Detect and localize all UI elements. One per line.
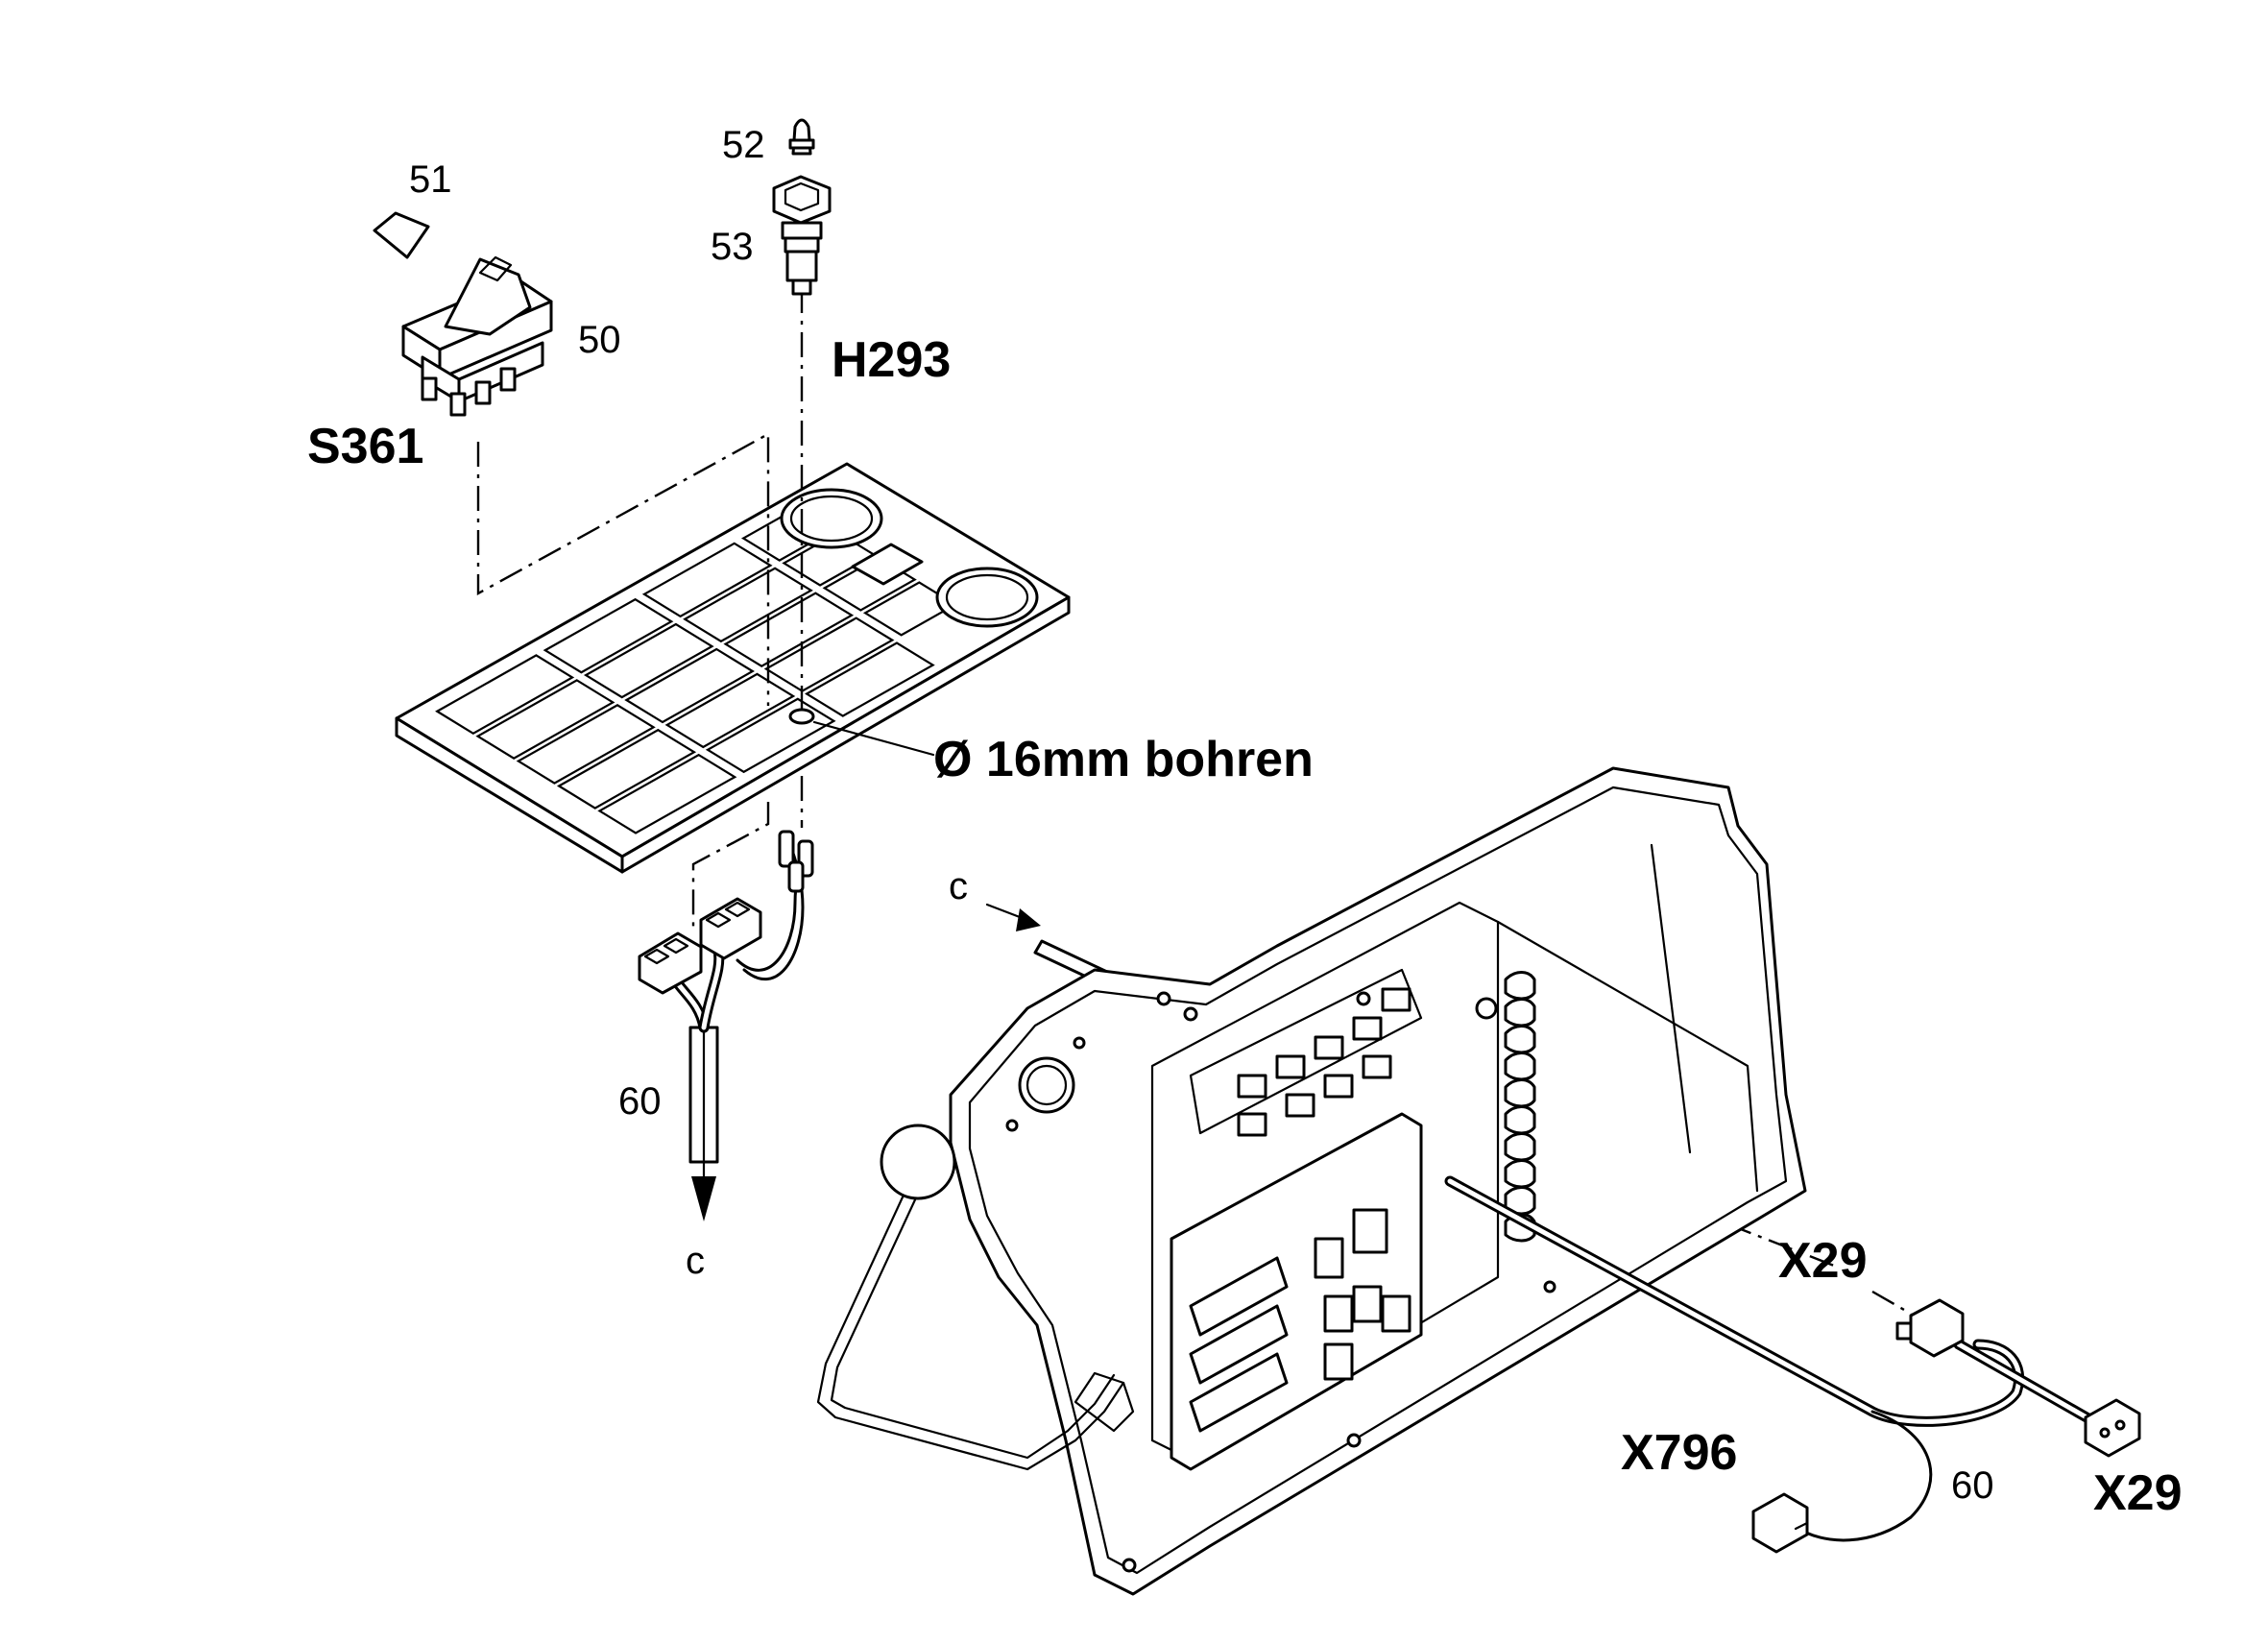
- panel-cell: [723, 592, 855, 667]
- drill-note-leader: [812, 720, 935, 757]
- panel-cell: [583, 622, 714, 699]
- panel-cell: [624, 647, 755, 724]
- callout-53: 53: [711, 226, 754, 268]
- callout-51: 51: [409, 158, 452, 201]
- designation-x29-lower: X29: [2093, 1465, 2183, 1521]
- panel-cell: [763, 616, 895, 692]
- harness-connector-a: [638, 931, 703, 995]
- rocker-switch-s361: [401, 255, 553, 417]
- panel-cell: [683, 567, 813, 643]
- panel-cell: [475, 679, 615, 760]
- terminal-clip: [1504, 1052, 1536, 1081]
- panel-cell: [641, 542, 773, 618]
- drill-note: Ø 16mm bohren: [933, 732, 1314, 787]
- designation-s361: S361: [307, 419, 423, 474]
- panel-cell: [435, 654, 575, 736]
- callout-c-top: c: [949, 865, 968, 907]
- wiring-harness-60-left: [638, 830, 814, 1221]
- panel-cell: [664, 672, 796, 749]
- terminal-clip: [1504, 1025, 1536, 1054]
- terminal-clip: [1504, 1105, 1536, 1135]
- connector-x29-upper: [1909, 1298, 1965, 1358]
- switch-lens-51: [373, 211, 430, 259]
- terminal-clip: [1504, 971, 1536, 1001]
- terminal-connector: [778, 830, 795, 868]
- panel-cell: [805, 641, 935, 717]
- callout-60-left: 60: [618, 1080, 662, 1123]
- designation-h293: H293: [832, 332, 951, 388]
- callout-c-bottom: c: [686, 1240, 705, 1282]
- drill-hole-16mm: [788, 708, 815, 725]
- callout-60-right: 60: [1951, 1464, 1994, 1507]
- designation-x29-upper: X29: [1778, 1233, 1868, 1289]
- panel-cell: [516, 704, 656, 785]
- terminal-strip: [1504, 971, 1536, 1243]
- callout-50: 50: [578, 319, 621, 361]
- terminal-clip: [1504, 1078, 1536, 1108]
- terminal-clip: [1504, 1159, 1536, 1189]
- connector-x796: [1751, 1492, 1809, 1554]
- wiring-harness-60-right: [1444, 1175, 2141, 1554]
- panel-cell: [597, 753, 737, 834]
- terminal-clip: [1504, 1132, 1536, 1162]
- switch-panel-plate: [395, 462, 1071, 874]
- callout-52: 52: [722, 124, 765, 166]
- panel-cell: [556, 728, 697, 810]
- panel-cell: [543, 597, 674, 674]
- designation-x796: X796: [1621, 1425, 1737, 1481]
- lever-handle: [816, 1124, 1135, 1471]
- indicator-lamp-h293: [772, 118, 832, 296]
- connector-x29-lower: [2084, 1398, 2141, 1458]
- control-housing: [949, 766, 1807, 1596]
- terminal-clip: [1504, 998, 1536, 1028]
